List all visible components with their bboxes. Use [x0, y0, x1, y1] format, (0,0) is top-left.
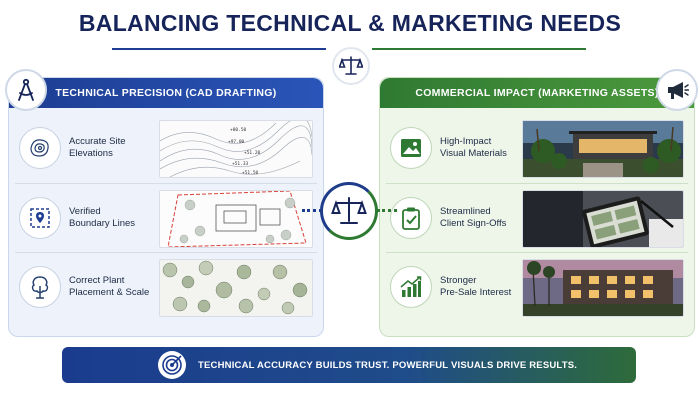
- balance-scale-icon: [320, 182, 378, 240]
- image-icon: [390, 127, 432, 169]
- contour-drawing-image: +80.50 +97.00 +51.20 +51.33 +51.50: [159, 120, 313, 178]
- banner-text: TECHNICAL ACCURACY BUILDS TRUST. POWERFU…: [198, 359, 578, 371]
- tree-icon: [19, 266, 61, 308]
- technical-panel: TECHNICAL PRECISION (CAD DRAFTING) Accur…: [5, 69, 324, 337]
- elevation-label: +51.33: [232, 161, 249, 167]
- row-label: Stronger Pre-Sale Interest: [440, 275, 512, 298]
- summary-banner: TECHNICAL ACCURACY BUILDS TRUST. POWERFU…: [62, 347, 636, 383]
- row-client-signoffs: Streamlined Client Sign-Offs: [386, 183, 688, 252]
- planting-plan-image: [159, 259, 313, 317]
- contour-map-icon: [19, 127, 61, 169]
- site-plan-image: [159, 190, 313, 248]
- location-pin-icon: [19, 197, 61, 239]
- target-icon: [158, 351, 186, 379]
- scale-icon: [332, 47, 370, 85]
- compass-icon: [5, 69, 47, 111]
- title-rule-right: [372, 48, 586, 50]
- row-plant-placement: Correct Plant Placement & Scale: [15, 252, 317, 321]
- row-label: High-Impact Visual Materials: [440, 136, 507, 159]
- elevation-label: +80.50: [230, 127, 247, 133]
- row-label: Correct Plant Placement & Scale: [69, 275, 150, 298]
- row-presale-interest: Stronger Pre-Sale Interest: [386, 252, 688, 321]
- commercial-panel-header: COMMERCIAL IMPACT (MARKETING ASSETS): [380, 78, 694, 108]
- development-render-image: [522, 259, 684, 317]
- megaphone-icon: [656, 69, 698, 111]
- elevation-label: +97.00: [228, 139, 245, 145]
- row-label: Verified Boundary Lines: [69, 206, 136, 229]
- bar-growth-icon: [390, 266, 432, 308]
- elevation-label: +51.50: [242, 170, 259, 176]
- row-boundary-lines: Verified Boundary Lines: [15, 183, 317, 252]
- clipboard-check-icon: [390, 197, 432, 239]
- left-connector: [302, 209, 322, 216]
- elevation-label: +51.20: [244, 150, 261, 156]
- title-rule-left: [112, 48, 326, 50]
- row-site-elevations: Accurate Site Elevations +80.50 +97.00 +…: [15, 114, 317, 182]
- technical-panel-header: TECHNICAL PRECISION (CAD DRAFTING): [9, 78, 323, 108]
- right-connector: [377, 209, 397, 216]
- commercial-panel: COMMERCIAL IMPACT (MARKETING ASSETS) Hig…: [379, 69, 698, 337]
- tablet-signoff-image: [522, 190, 684, 248]
- page-title: BALANCING TECHNICAL & MARKETING NEEDS: [78, 10, 622, 36]
- villa-render-image: [522, 120, 684, 178]
- row-label: Streamlined Client Sign-Offs: [440, 206, 507, 229]
- row-label: Accurate Site Elevations: [69, 136, 126, 159]
- row-visual-materials: High-Impact Visual Materials: [386, 114, 688, 182]
